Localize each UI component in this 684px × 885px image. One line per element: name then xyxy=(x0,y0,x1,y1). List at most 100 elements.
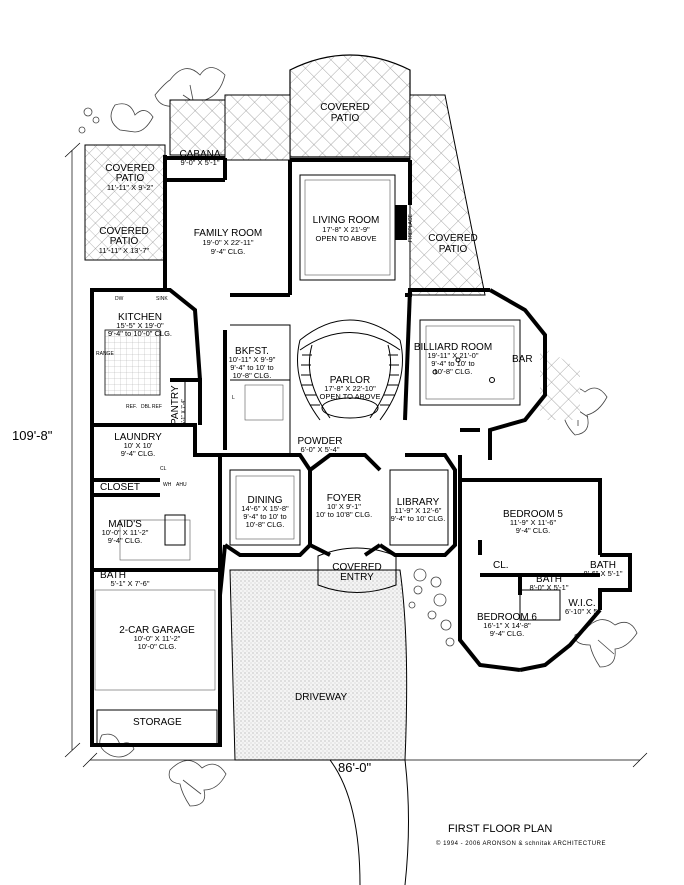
room-bath-right: BATH 8'-6" X 5'-1" xyxy=(583,560,622,578)
sink-label-top: SINK xyxy=(156,296,168,302)
svg-text:19'-0" X 22'-11": 19'-0" X 22'-11" xyxy=(203,238,254,247)
room-covered-patio-top: COVERED PATIO xyxy=(320,102,369,124)
driveway-paving xyxy=(229,569,408,761)
room-bath-center: BATH 8'-0" X 5'-1" xyxy=(529,574,568,592)
svg-text:10'-0" X 11'-2": 10'-0" X 11'-2" xyxy=(102,528,149,537)
room-family-room: FAMILY ROOM 19'-0" X 22'-11" 9'-4" CLG. xyxy=(194,228,263,256)
svg-text:FAMILY ROOM: FAMILY ROOM xyxy=(194,228,263,239)
svg-text:11'-11" X 13'-7": 11'-11" X 13'-7" xyxy=(99,246,150,255)
svg-text:10'-8" CLG.: 10'-8" CLG. xyxy=(233,371,272,380)
room-maids: MAID'S 10'-0" X 11'-2" 9'-4" CLG. xyxy=(102,519,149,545)
covered-patio-top-floor xyxy=(289,54,411,158)
patio-right-wing-floor xyxy=(409,94,486,296)
svg-text:2-CAR GARAGE: 2-CAR GARAGE xyxy=(119,625,195,636)
svg-text:BEDROOM 5: BEDROOM 5 xyxy=(503,509,563,520)
svg-text:10'-8" CLG.: 10'-8" CLG. xyxy=(434,367,473,376)
svg-text:9'-4" CLG.: 9'-4" CLG. xyxy=(108,536,143,545)
covered-entry-arch xyxy=(317,547,397,593)
svg-text:6'-0" X 5'-4": 6'-0" X 5'-4" xyxy=(300,445,339,454)
svg-text:W.I.C.: W.I.C. xyxy=(568,598,595,609)
room-bar: BAR xyxy=(512,354,533,365)
room-cl: CL. xyxy=(493,560,509,571)
svg-text:COVERED: COVERED xyxy=(320,102,369,113)
overall-width-label: 86'-0" xyxy=(338,760,372,775)
room-foyer: FOYER 10' X 9'-1" 10' to 10'8" CLG. xyxy=(316,493,372,519)
svg-text:11'-9" X 12'-6": 11'-9" X 12'-6" xyxy=(395,506,442,515)
room-living-room: LIVING ROOM 17'-8" X 21'-9" OPEN TO ABOV… xyxy=(313,215,380,243)
svg-text:DINING: DINING xyxy=(248,495,283,506)
copyright-line: © 1994 - 2006 ARONSON & schnitak ARCHITE… xyxy=(436,840,606,847)
svg-text:9'-4" CLG.: 9'-4" CLG. xyxy=(490,629,525,638)
svg-text:9'-4" CLG.: 9'-4" CLG. xyxy=(211,247,246,256)
svg-text:9'-4" to 10' to: 9'-4" to 10' to xyxy=(230,363,273,372)
svg-text:10'-0" CLG.: 10'-0" CLG. xyxy=(138,642,177,651)
room-driveway: DRIVEWAY xyxy=(295,692,348,703)
room-bath-left: BATH 5'-1" X 7'-6" xyxy=(100,570,150,588)
svg-text:17'-8" X 22'-10": 17'-8" X 22'-10" xyxy=(324,384,376,393)
dimension-lines xyxy=(64,142,648,768)
svg-text:BATH: BATH xyxy=(100,570,126,581)
svg-text:9'-4" to 10'-0" CLG.: 9'-4" to 10'-0" CLG. xyxy=(108,329,172,338)
room-dining: DINING 14'-6" X 15'-8" 9'-4" to 10' to 1… xyxy=(241,495,289,529)
walls xyxy=(90,155,632,747)
svg-text:9'-4" to 10' to: 9'-4" to 10' to xyxy=(431,359,474,368)
closet-l-mark: L xyxy=(232,395,235,401)
svg-text:LIVING ROOM: LIVING ROOM xyxy=(313,215,380,226)
room-cabana: CABANA 9'-0" X 5'-1" xyxy=(179,149,220,167)
svg-text:17'-8" X 21'-9": 17'-8" X 21'-9" xyxy=(322,225,370,234)
svg-text:KITCHEN: KITCHEN xyxy=(118,312,162,323)
patio-family-top-floor xyxy=(169,99,226,156)
svg-text:MAID'S: MAID'S xyxy=(108,519,142,530)
room-bedroom-5: BEDROOM 5 11'-9" X 11'-6" 9'-4" CLG. xyxy=(503,509,563,535)
svg-text:10' to 10'8" CLG.: 10' to 10'8" CLG. xyxy=(316,510,372,519)
overall-depth-label: 109'-8" xyxy=(12,428,53,443)
room-bedroom-6: BEDROOM 6 16'-1" X 14'-8" 9'-4" CLG. xyxy=(477,612,537,638)
svg-text:8'-6" X 5'-1": 8'-6" X 5'-1" xyxy=(583,569,622,578)
svg-text:BEDROOM 6: BEDROOM 6 xyxy=(477,612,537,623)
svg-text:6'-10" X 5': 6'-10" X 5' xyxy=(565,607,599,616)
svg-text:16'-1" X 14'-8": 16'-1" X 14'-8" xyxy=(483,621,531,630)
parlor-stairs xyxy=(297,319,403,421)
svg-text:ENTRY: ENTRY xyxy=(340,572,374,583)
patio-left-wing-floor xyxy=(224,94,291,161)
ahu-label: AHU xyxy=(176,482,187,488)
svg-text:BATH: BATH xyxy=(536,574,562,585)
svg-text:COVERED: COVERED xyxy=(99,226,148,237)
svg-text:LIBRARY: LIBRARY xyxy=(397,497,440,508)
svg-text:10' X 10': 10' X 10' xyxy=(124,441,153,450)
bar-patio-floor xyxy=(540,345,580,420)
cl-small-label: CL xyxy=(160,466,167,472)
room-wic: W.I.C. 6'-10" X 5' xyxy=(565,598,599,616)
svg-text:9'-4" CLG.: 9'-4" CLG. xyxy=(121,449,156,458)
room-parlor: PARLOR 17'-8" X 22'-10" OPEN TO ABOVE xyxy=(320,375,381,401)
svg-text:PATIO: PATIO xyxy=(331,113,360,124)
svg-text:10'-11" X 9'-9": 10'-11" X 9'-9" xyxy=(229,355,276,364)
svg-text:15'-5" X 19'-0": 15'-5" X 19'-0" xyxy=(116,321,164,330)
svg-text:COVERED: COVERED xyxy=(332,562,381,573)
room-storage: STORAGE xyxy=(133,717,182,728)
driveway-curve-2 xyxy=(404,759,409,885)
svg-text:OPEN TO ABOVE: OPEN TO ABOVE xyxy=(316,234,377,243)
room-billiard-room: BILLIARD ROOM 19'-11" X 21'-0" 9'-4" to … xyxy=(414,342,492,376)
svg-text:PARLOR: PARLOR xyxy=(330,375,370,386)
svg-text:BKFST.: BKFST. xyxy=(235,346,269,357)
svg-text:8'-0" X 5'-1": 8'-0" X 5'-1" xyxy=(529,583,568,592)
svg-text:BILLIARD ROOM: BILLIARD ROOM xyxy=(414,342,492,353)
svg-text:PATIO: PATIO xyxy=(110,236,139,247)
driveway-curve xyxy=(329,759,361,885)
svg-text:9'-4" CLG.: 9'-4" CLG. xyxy=(516,526,551,535)
room-closet: CLOSET xyxy=(100,482,140,493)
room-covered-entry: COVERED ENTRY xyxy=(332,562,381,583)
room-library: LIBRARY 11'-9" X 12'-6" 9'-4" to 10' CLG… xyxy=(391,497,446,523)
plan-title: FIRST FLOOR PLAN xyxy=(448,823,552,835)
svg-text:5'-1" X 7'-4": 5'-1" X 7'-4" xyxy=(181,399,187,425)
room-covered-patio-right: COVERED PATIO xyxy=(428,233,477,255)
svg-text:PATIO: PATIO xyxy=(439,244,468,255)
svg-text:PATIO: PATIO xyxy=(116,173,145,184)
svg-text:11'-11" X 9'-2": 11'-11" X 9'-2" xyxy=(107,183,154,192)
dishwasher-label: DW xyxy=(115,296,124,302)
range-label: RANGE xyxy=(96,351,114,357)
svg-text:POWDER: POWDER xyxy=(298,436,343,447)
svg-text:COVERED: COVERED xyxy=(105,163,154,174)
